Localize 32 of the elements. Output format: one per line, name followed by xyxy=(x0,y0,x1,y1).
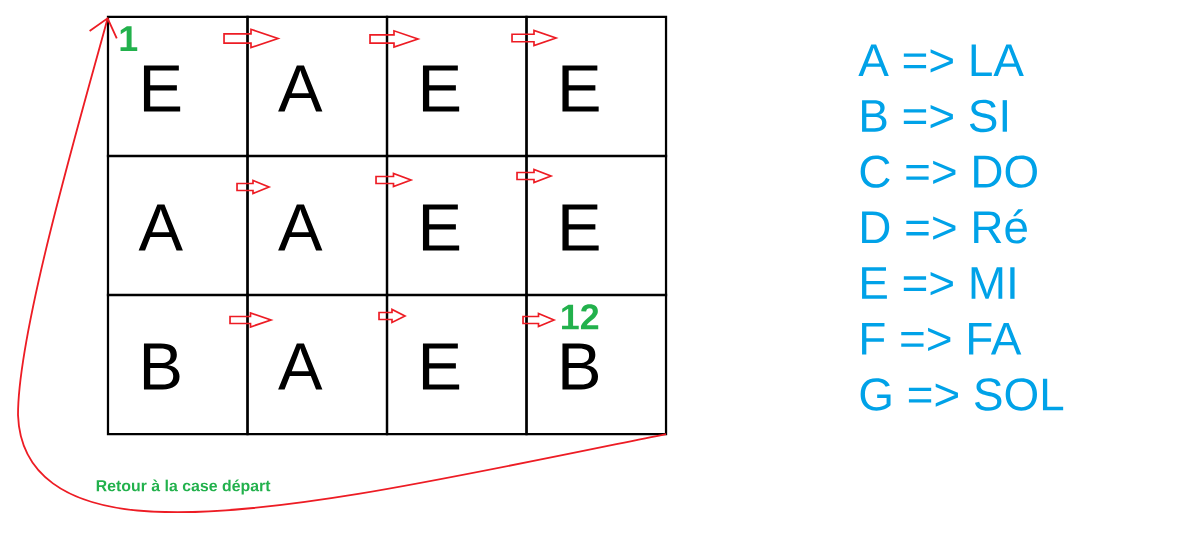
grid-cell: B 12 xyxy=(525,293,668,436)
grid-cell: E xyxy=(385,154,528,297)
grid-cell: A xyxy=(246,15,389,158)
block-arrow xyxy=(516,168,554,184)
mapping-text: G => SOL xyxy=(860,378,1064,411)
grid-cell: E xyxy=(385,15,528,158)
block-arrow xyxy=(378,308,407,324)
grid-cell: A xyxy=(106,154,249,297)
grid-cell: B xyxy=(106,293,249,436)
block-arrow xyxy=(375,172,414,188)
block-arrow xyxy=(223,28,281,49)
mapping-text: E => MI xyxy=(862,267,1015,299)
mapping-text: C => DO xyxy=(860,155,1037,188)
mapping-text: F => FA xyxy=(862,322,1022,355)
curved-arrow xyxy=(17,17,667,513)
block-arrow xyxy=(236,179,272,195)
edge-label: Retour à la case départ xyxy=(94,478,272,496)
block-arrow xyxy=(511,29,559,47)
grid-cell: A xyxy=(246,154,389,297)
grid-cell: A xyxy=(246,293,389,436)
grid-cell: E 1 xyxy=(106,15,249,158)
grid-cell: E xyxy=(525,154,668,297)
mapping-text: A => LA xyxy=(858,44,1024,76)
step-number: 1 xyxy=(120,26,138,51)
mapping-text: B => SI xyxy=(862,99,1007,133)
block-arrow xyxy=(522,312,557,328)
block-arrow xyxy=(369,29,421,49)
grid-cell: E xyxy=(525,15,668,158)
block-arrow xyxy=(229,311,274,329)
mapping-text: D => Ré xyxy=(862,209,1027,244)
step-number: 12 xyxy=(562,304,599,330)
grid-cell: E xyxy=(385,293,528,436)
